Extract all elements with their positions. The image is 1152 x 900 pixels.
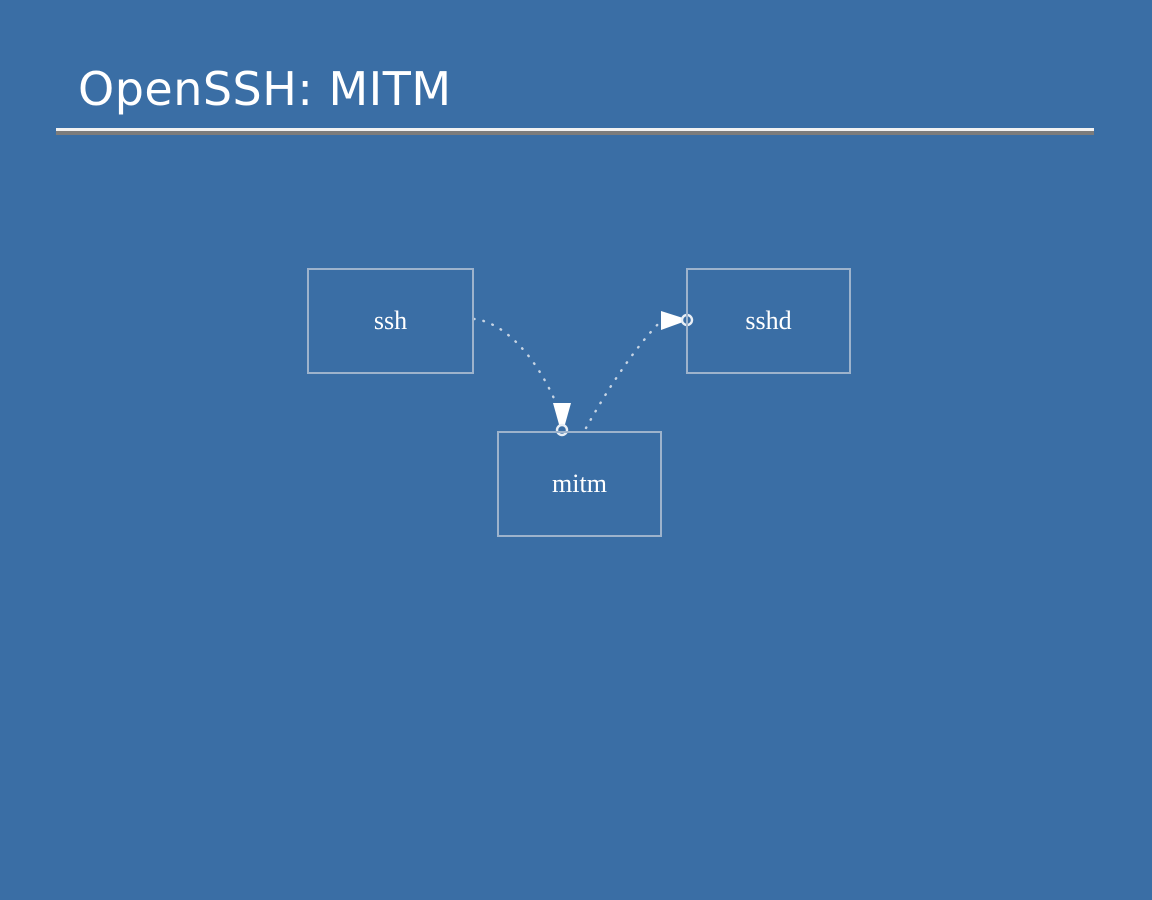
title-divider — [56, 128, 1094, 135]
node-ssh[interactable]: ssh — [307, 268, 474, 374]
node-sshd-label: sshd — [745, 306, 792, 335]
page-title: OpenSSH: MITM — [78, 62, 452, 116]
node-mitm-label: mitm — [552, 469, 607, 498]
edge-mitm-to-sshd — [584, 318, 664, 430]
node-ssh-label: ssh — [373, 306, 408, 335]
arrowhead-right-icon — [661, 311, 683, 330]
edge-ssh-to-mitm — [472, 317, 562, 415]
arrowhead-down-icon — [553, 403, 571, 428]
node-sshd[interactable]: sshd — [686, 268, 851, 374]
title-divider-highlight — [56, 128, 1094, 131]
node-mitm[interactable]: mitm — [497, 431, 662, 537]
title-divider-shadow — [56, 131, 1094, 135]
